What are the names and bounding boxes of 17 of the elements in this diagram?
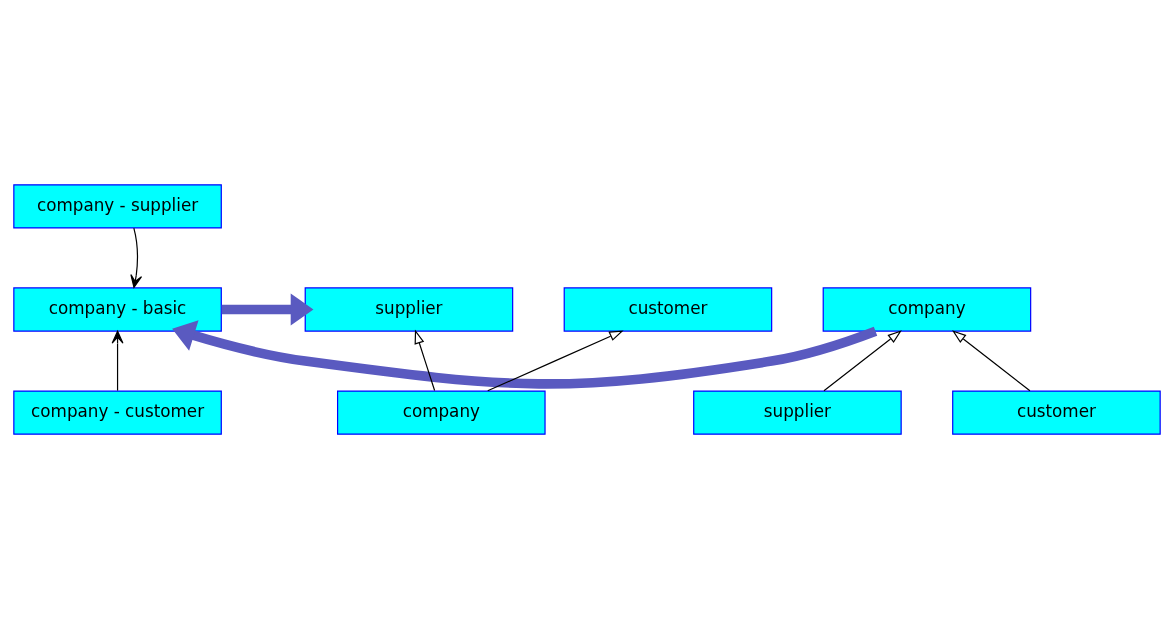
arrow [487,329,624,391]
node-box: supplier [304,286,514,332]
arrow [823,329,902,391]
arrow [172,319,878,389]
node-box: customer [952,389,1161,435]
node-box: company - basic [13,286,222,332]
arrow [130,227,143,288]
arrow [414,328,436,391]
node-box: company - customer [13,389,222,435]
arrow [221,293,314,325]
arrow [111,330,124,391]
node-box: company [337,389,546,435]
arrow [952,329,1031,391]
node-box: supplier [693,389,902,435]
node-box: company - supplier [13,183,222,229]
node-box: company [822,286,1032,332]
node-box: customer [563,286,773,332]
